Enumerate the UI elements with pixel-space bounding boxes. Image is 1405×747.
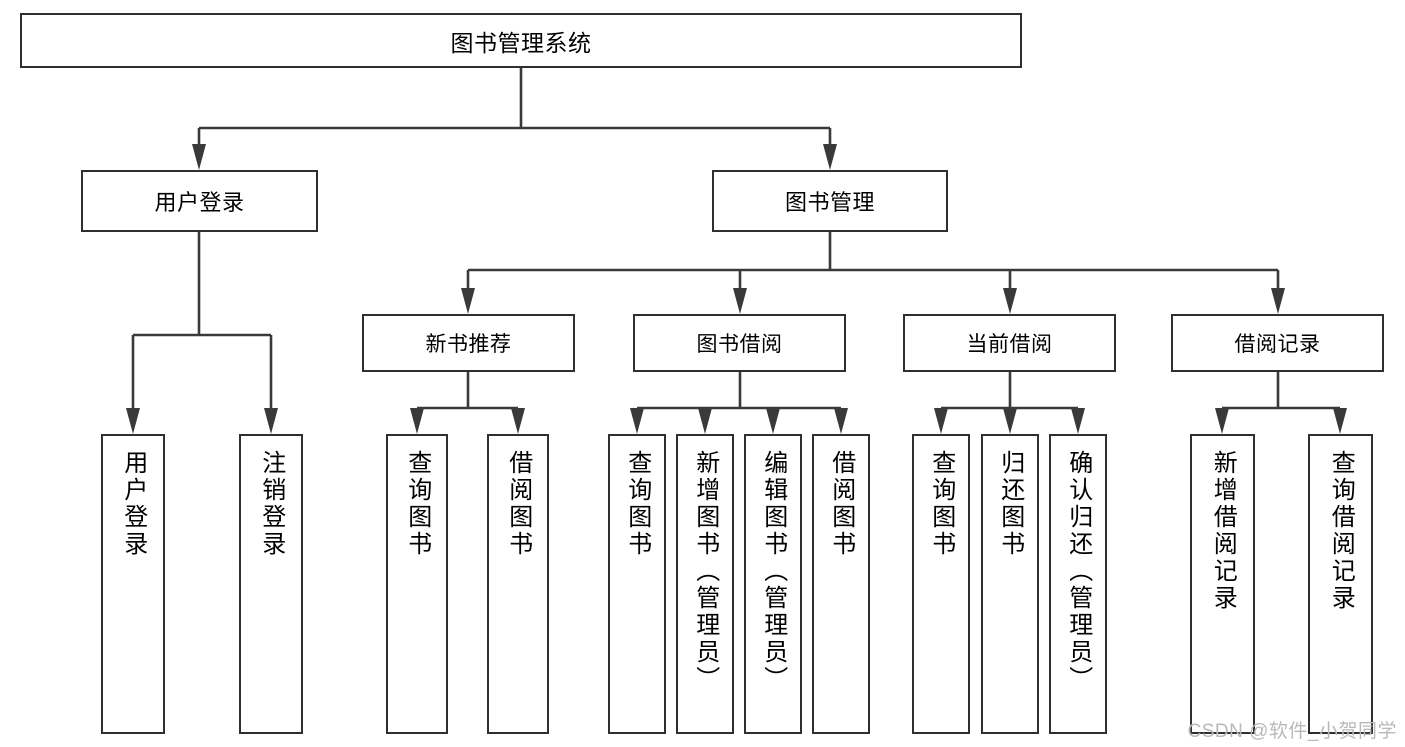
leaf-borrow-add-book-admin[interactable]: 新增图书（管理员） — [676, 434, 734, 734]
node-current-borrow[interactable]: 当前借阅 — [903, 314, 1116, 372]
leaf-newbook-borrow-book[interactable]: 借阅图书 — [487, 434, 549, 734]
node-user-login[interactable]: 用户登录 — [81, 170, 318, 232]
node-label: 新书推荐 — [425, 333, 512, 356]
node-label: 查询图书 — [623, 450, 651, 558]
node-label: 借阅图书 — [504, 450, 532, 558]
node-label: 图书借阅 — [696, 333, 783, 356]
node-label: 新增借阅记录 — [1209, 450, 1237, 612]
node-label: 借阅记录 — [1234, 333, 1321, 356]
leaf-user-login[interactable]: 用户登录 — [101, 434, 165, 734]
node-book-manage[interactable]: 图书管理 — [712, 170, 948, 232]
node-label: 注销登录 — [257, 450, 285, 558]
leaf-records-query-record[interactable]: 查询借阅记录 — [1308, 434, 1373, 734]
node-label: 归还图书 — [996, 450, 1024, 558]
leaf-current-query-book[interactable]: 查询图书 — [912, 434, 970, 734]
node-book-borrow[interactable]: 图书借阅 — [633, 314, 846, 372]
leaf-current-return-book[interactable]: 归还图书 — [981, 434, 1039, 734]
node-label: 确认归还（管理员） — [1064, 450, 1092, 693]
node-label: 编辑图书（管理员） — [759, 450, 787, 693]
leaf-newbook-query-book[interactable]: 查询图书 — [386, 434, 448, 734]
node-label: 借阅图书 — [827, 450, 855, 558]
node-label: 用户登录 — [119, 450, 147, 558]
node-label: 新增图书（管理员） — [691, 450, 719, 693]
node-label: 查询借阅记录 — [1327, 450, 1355, 612]
node-label: 查询图书 — [927, 450, 955, 558]
csdn-watermark: CSDN @软件_小贺同学 — [1187, 721, 1397, 742]
leaf-records-add-record[interactable]: 新增借阅记录 — [1190, 434, 1255, 734]
leaf-current-confirm-return-admin[interactable]: 确认归还（管理员） — [1049, 434, 1107, 734]
node-label: 当前借阅 — [966, 333, 1053, 356]
node-label: 图书管理 — [784, 190, 875, 215]
leaf-user-logout[interactable]: 注销登录 — [239, 434, 303, 734]
node-borrow-records[interactable]: 借阅记录 — [1171, 314, 1384, 372]
leaf-borrow-edit-book-admin[interactable]: 编辑图书（管理员） — [744, 434, 802, 734]
node-label: 图书管理系统 — [450, 29, 592, 56]
node-label: 用户登录 — [154, 190, 245, 215]
leaf-borrow-query-book[interactable]: 查询图书 — [608, 434, 666, 734]
node-new-book-recommend[interactable]: 新书推荐 — [362, 314, 575, 372]
node-label: 查询图书 — [403, 450, 431, 558]
leaf-borrow-borrow-book[interactable]: 借阅图书 — [812, 434, 870, 734]
node-root-system[interactable]: 图书管理系统 — [20, 13, 1022, 68]
